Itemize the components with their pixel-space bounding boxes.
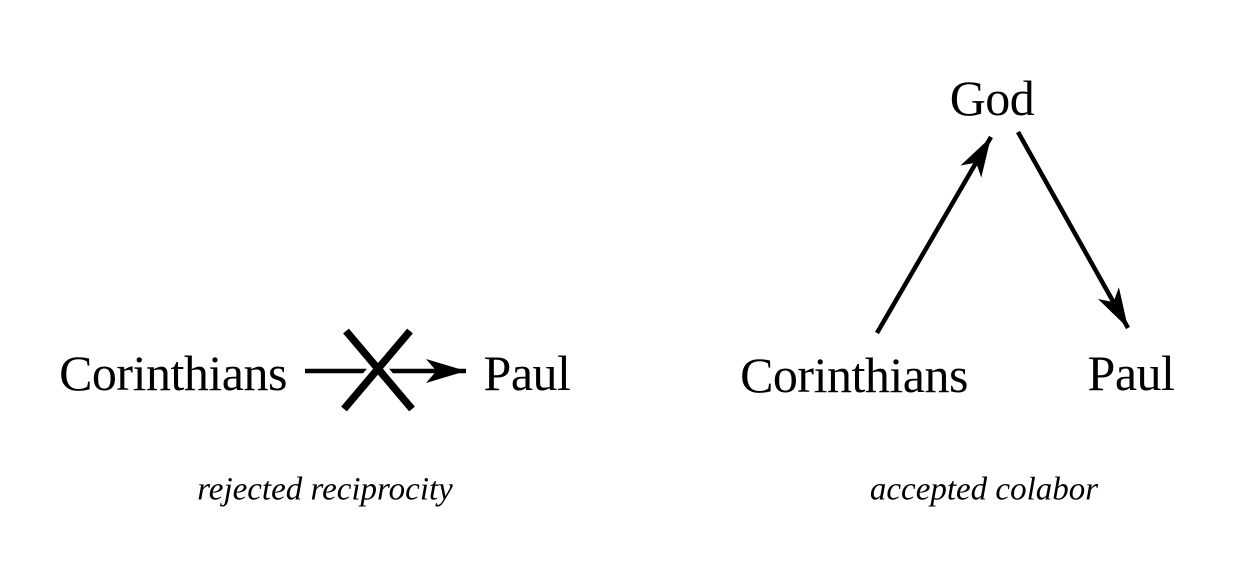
right-diagram-caption: accepted colabor (869, 471, 1099, 508)
rejected-arrow-group (305, 325, 466, 415)
right-node-corinthians: Corinthians (740, 347, 968, 403)
colabor-arrows-group (875, 130, 1130, 335)
left-diagram-caption: rejected reciprocity (197, 471, 453, 508)
right-node-god: God (949, 70, 1035, 126)
left-node-corinthians: Corinthians (59, 345, 287, 401)
arrow-god-to-paul (1016, 130, 1130, 330)
arrow-corinthians-to-god (875, 135, 993, 335)
right-node-paul: Paul (1087, 345, 1175, 401)
x-mark-stroke-2 (341, 328, 413, 412)
left-node-paul: Paul (483, 345, 571, 401)
